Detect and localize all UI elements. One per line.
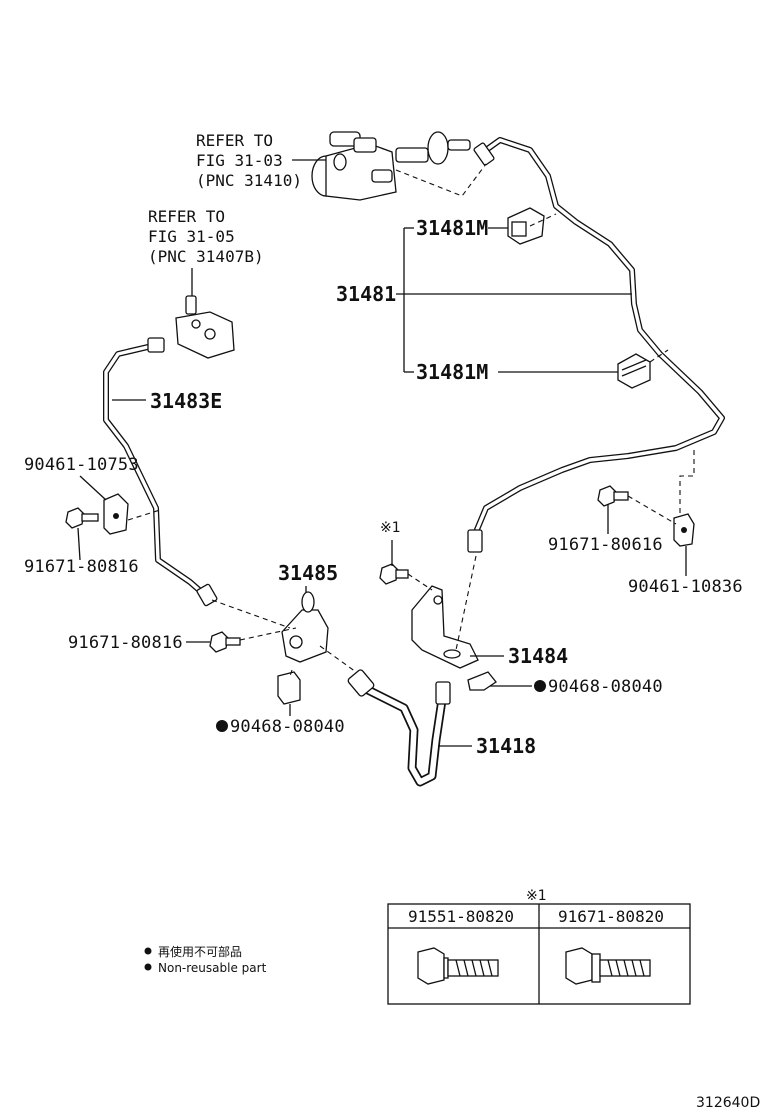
ref1-line3: (PNC 31410) xyxy=(196,171,302,190)
clamp-31481M-top xyxy=(507,207,545,245)
clamp-31481M-bottom xyxy=(617,353,651,389)
bracket-90461-10753 xyxy=(103,493,129,535)
pipe-fitting-left-top xyxy=(147,337,165,353)
bolt-flange-icon xyxy=(417,947,499,985)
ref2-line2: FIG 31-05 xyxy=(148,227,235,246)
pipe-union xyxy=(175,295,235,359)
legend-jp: 再使用不可部品 xyxy=(158,944,242,959)
hose-31418 xyxy=(347,669,451,787)
pipe-fitting-top xyxy=(473,142,495,166)
label-31418: 31418 xyxy=(476,734,536,758)
label-note-mark: ※1 xyxy=(380,520,401,536)
refer-fig-31-05: REFER TO FIG 31-05 (PNC 31407B) xyxy=(148,207,264,266)
label-31484: 31484 xyxy=(508,644,568,668)
bolt-washer-icon xyxy=(565,947,651,985)
pipe-31483E xyxy=(103,343,209,599)
ref2-line1: REFER TO xyxy=(148,207,225,226)
legend-dot-en xyxy=(144,963,152,971)
bolt-table: ※1 91551-80820 91671-80820 xyxy=(387,888,691,1005)
bolt-91671-80816-left xyxy=(65,507,99,529)
bolt-note-1 xyxy=(379,563,409,585)
label-90468-08040-right: 90468-08040 xyxy=(548,677,663,697)
pipe-fitting-bottom xyxy=(467,529,483,553)
label-90461-10753: 90461-10753 xyxy=(24,455,139,475)
pipe-31481 xyxy=(473,137,725,535)
clip-90468-08040-right xyxy=(467,671,497,691)
table-header-1: 91551-80820 xyxy=(408,907,514,926)
bracket-31485 xyxy=(281,591,329,663)
label-31481M-top: 31481M xyxy=(416,216,488,240)
bracket-31484 xyxy=(411,585,479,669)
non-reusable-dot-left xyxy=(216,720,228,732)
label-91671-80816-middle: 91671-80816 xyxy=(68,633,183,653)
master-cylinder xyxy=(311,131,471,201)
table-header-2: 91671-80820 xyxy=(558,907,664,926)
legend: 再使用不可部品 Non-reusable part xyxy=(144,944,267,975)
label-90468-08040-left: 90468-08040 xyxy=(230,717,345,737)
label-31485: 31485 xyxy=(278,561,338,585)
clip-90468-08040-left xyxy=(277,671,301,705)
dashed-guides xyxy=(127,163,695,677)
bolt-91671-80616 xyxy=(597,485,629,507)
figure-code: 312640D xyxy=(696,1095,760,1111)
label-90461-10836: 90461-10836 xyxy=(628,577,743,597)
label-31481: 31481 xyxy=(336,282,396,306)
ref1-line1: REFER TO xyxy=(196,131,273,150)
legend-en: Non-reusable part xyxy=(158,961,267,975)
label-31481M-bottom: 31481M xyxy=(416,360,488,384)
leader-lines xyxy=(77,159,687,747)
label-31483E: 31483E xyxy=(150,389,222,413)
ref1-line2: FIG 31-03 xyxy=(196,151,283,170)
refer-fig-31-03: REFER TO FIG 31-03 (PNC 31410) xyxy=(196,131,302,190)
table-mark: ※1 xyxy=(526,888,547,904)
legend-dot-jp xyxy=(144,947,152,955)
non-reusable-dot-right xyxy=(534,680,546,692)
label-91671-80816-left: 91671-80816 xyxy=(24,557,139,577)
label-91671-80616: 91671-80616 xyxy=(548,535,663,555)
bolt-91671-80816-middle xyxy=(209,631,241,653)
bracket-90461-10836 xyxy=(673,513,695,547)
ref2-line3: (PNC 31407B) xyxy=(148,247,264,266)
